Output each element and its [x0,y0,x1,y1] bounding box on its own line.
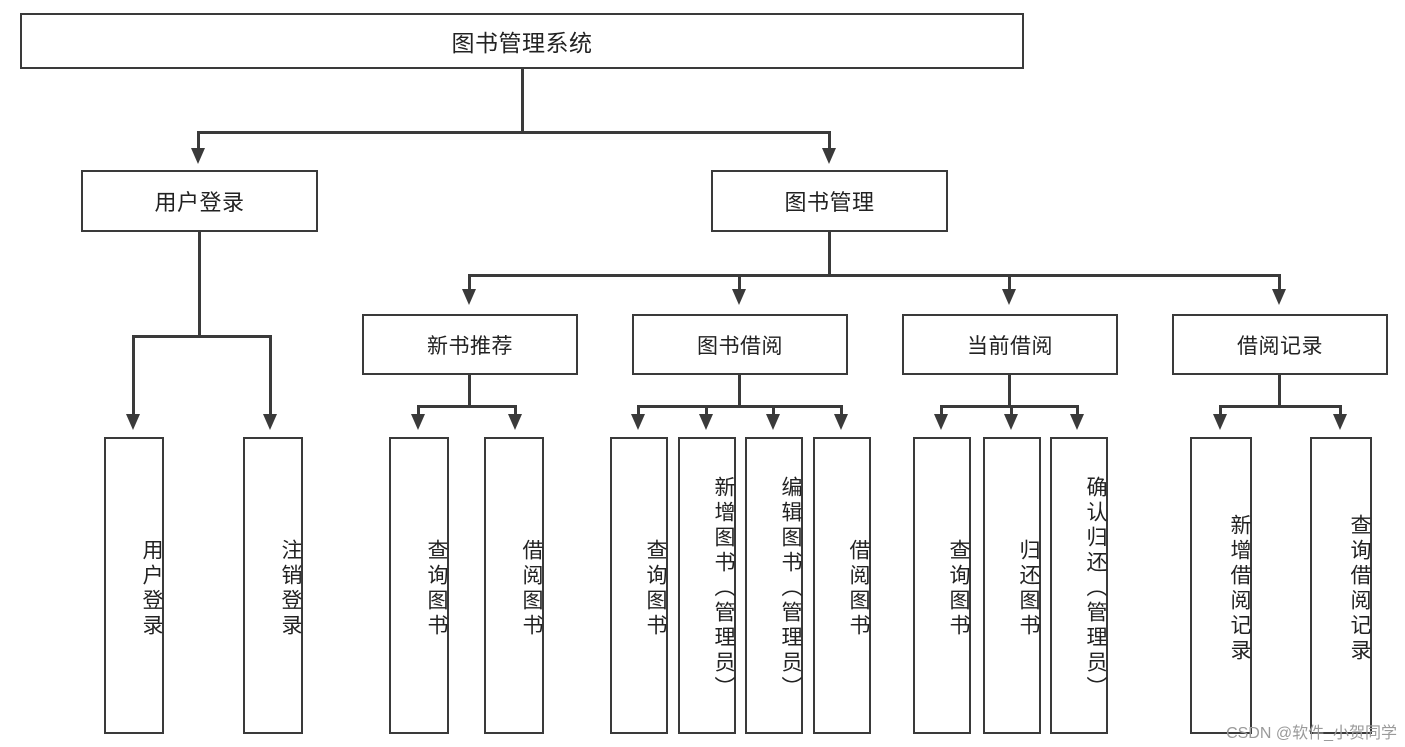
edge-borrow-to-leaf3 [772,405,775,417]
node-label: 查询图书 [644,538,667,639]
leaf-add-book-admin[interactable]: 新增图书（管理员） [678,437,736,734]
edge-borrow-stem [738,375,741,407]
edge-login-to-leaf2 [269,335,272,417]
edge-login-bus [132,335,269,338]
edge-login-stem [198,232,201,337]
leaf-return-book[interactable]: 归还图书 [983,437,1041,734]
edge-record-bus [1219,405,1342,408]
edge-current-bus [940,405,1079,408]
edge-current-to-leaf1 [940,405,943,417]
leaf-edit-book-admin[interactable]: 编辑图书（管理员） [745,437,803,734]
edge-borrow-bus [637,405,843,408]
arrow-current-to-leaf3 [1070,414,1084,430]
csdn-watermark: CSDN @软件_小贺同学 [1226,725,1397,742]
arrow-newbook-to-leaf2 [508,414,522,430]
edge-borrow-to-leaf2 [705,405,708,417]
arrow-newbook-to-leaf1 [411,414,425,430]
node-label: 用户登录 [140,538,163,639]
edge-bookmgmt-to-record [1278,274,1281,292]
node-label: 归还图书 [1017,538,1040,639]
node-label: 确认归还（管理员） [1084,476,1107,701]
arrow-root-to-bookmgmt [822,148,836,164]
node-label: 当前借阅 [967,334,1053,358]
arrow-borrow-to-leaf3 [766,414,780,430]
edge-current-to-leaf2 [1010,405,1013,417]
node-label: 新书推荐 [427,334,513,358]
arrow-login-to-leaf2 [263,414,277,430]
node-label: 新增图书（管理员） [712,476,735,701]
edge-borrow-to-leaf1 [637,405,640,417]
node-current-borrow[interactable]: 当前借阅 [902,314,1118,375]
arrow-borrow-to-leaf4 [834,414,848,430]
edge-bookmgmt-to-borrow [738,274,741,292]
node-label: 查询图书 [425,538,448,639]
node-label: 图书管理 [784,190,875,215]
arrow-root-to-login [191,148,205,164]
leaf-query-book-borrow[interactable]: 查询图书 [610,437,668,734]
node-label: 编辑图书（管理员） [779,476,802,701]
leaf-borrow-book[interactable]: 借阅图书 [813,437,871,734]
leaf-user-login[interactable]: 用户登录 [104,437,164,734]
leaf-confirm-return-admin[interactable]: 确认归还（管理员） [1050,437,1108,734]
edge-bookmgmt-bus [468,274,1280,277]
edge-record-to-leaf2 [1339,405,1342,417]
arrow-bookmgmt-to-borrow [732,289,746,305]
edge-newbook-to-leaf1 [417,405,420,417]
node-label: 注销登录 [279,538,302,639]
leaf-query-borrow-record[interactable]: 查询借阅记录 [1310,437,1372,734]
node-new-book-recommend[interactable]: 新书推荐 [362,314,578,375]
node-label: 新增借阅记录 [1228,513,1251,664]
arrow-bookmgmt-to-current [1002,289,1016,305]
edge-current-stem [1008,375,1011,407]
node-borrow-record[interactable]: 借阅记录 [1172,314,1388,375]
node-user-login[interactable]: 用户登录 [81,170,318,232]
edge-root-stem [521,69,524,133]
leaf-logout[interactable]: 注销登录 [243,437,303,734]
arrow-record-to-leaf2 [1333,414,1347,430]
node-book-management[interactable]: 图书管理 [711,170,948,232]
leaf-query-book-recommend[interactable]: 查询图书 [389,437,449,734]
node-label: 借阅记录 [1237,334,1323,358]
node-book-borrow[interactable]: 图书借阅 [632,314,848,375]
node-label: 查询图书 [947,538,970,639]
node-label: 用户登录 [154,190,245,215]
arrow-current-to-leaf1 [934,414,948,430]
edge-root-bus [197,131,831,134]
edge-newbook-bus [417,405,517,408]
node-label: 借阅图书 [847,538,870,639]
edge-record-stem [1278,375,1281,407]
node-root-system[interactable]: 图书管理系统 [20,13,1024,69]
node-label: 查询借阅记录 [1348,513,1371,664]
edge-bookmgmt-to-current [1008,274,1011,292]
arrow-record-to-leaf1 [1213,414,1227,430]
edge-record-to-leaf1 [1219,405,1222,417]
edge-login-to-leaf1 [132,335,135,417]
edge-root-to-login [197,131,200,151]
edge-borrow-to-leaf4 [840,405,843,417]
arrow-bookmgmt-to-newbook [462,289,476,305]
edge-current-to-leaf3 [1076,405,1079,417]
leaf-query-book-current[interactable]: 查询图书 [913,437,971,734]
node-label: 图书借阅 [697,334,783,358]
arrow-borrow-to-leaf2 [699,414,713,430]
edge-newbook-stem [468,375,471,407]
arrow-borrow-to-leaf1 [631,414,645,430]
leaf-add-borrow-record[interactable]: 新增借阅记录 [1190,437,1252,734]
node-label: 图书管理系统 [451,30,593,56]
arrow-login-to-leaf1 [126,414,140,430]
edge-bookmgmt-stem [828,232,831,276]
arrow-current-to-leaf2 [1004,414,1018,430]
leaf-borrow-book-recommend[interactable]: 借阅图书 [484,437,544,734]
node-label: 借阅图书 [520,538,543,639]
edge-bookmgmt-to-newbook [468,274,471,292]
edge-newbook-to-leaf2 [514,405,517,417]
arrow-bookmgmt-to-record [1272,289,1286,305]
edge-root-to-bookmgmt [828,131,831,151]
